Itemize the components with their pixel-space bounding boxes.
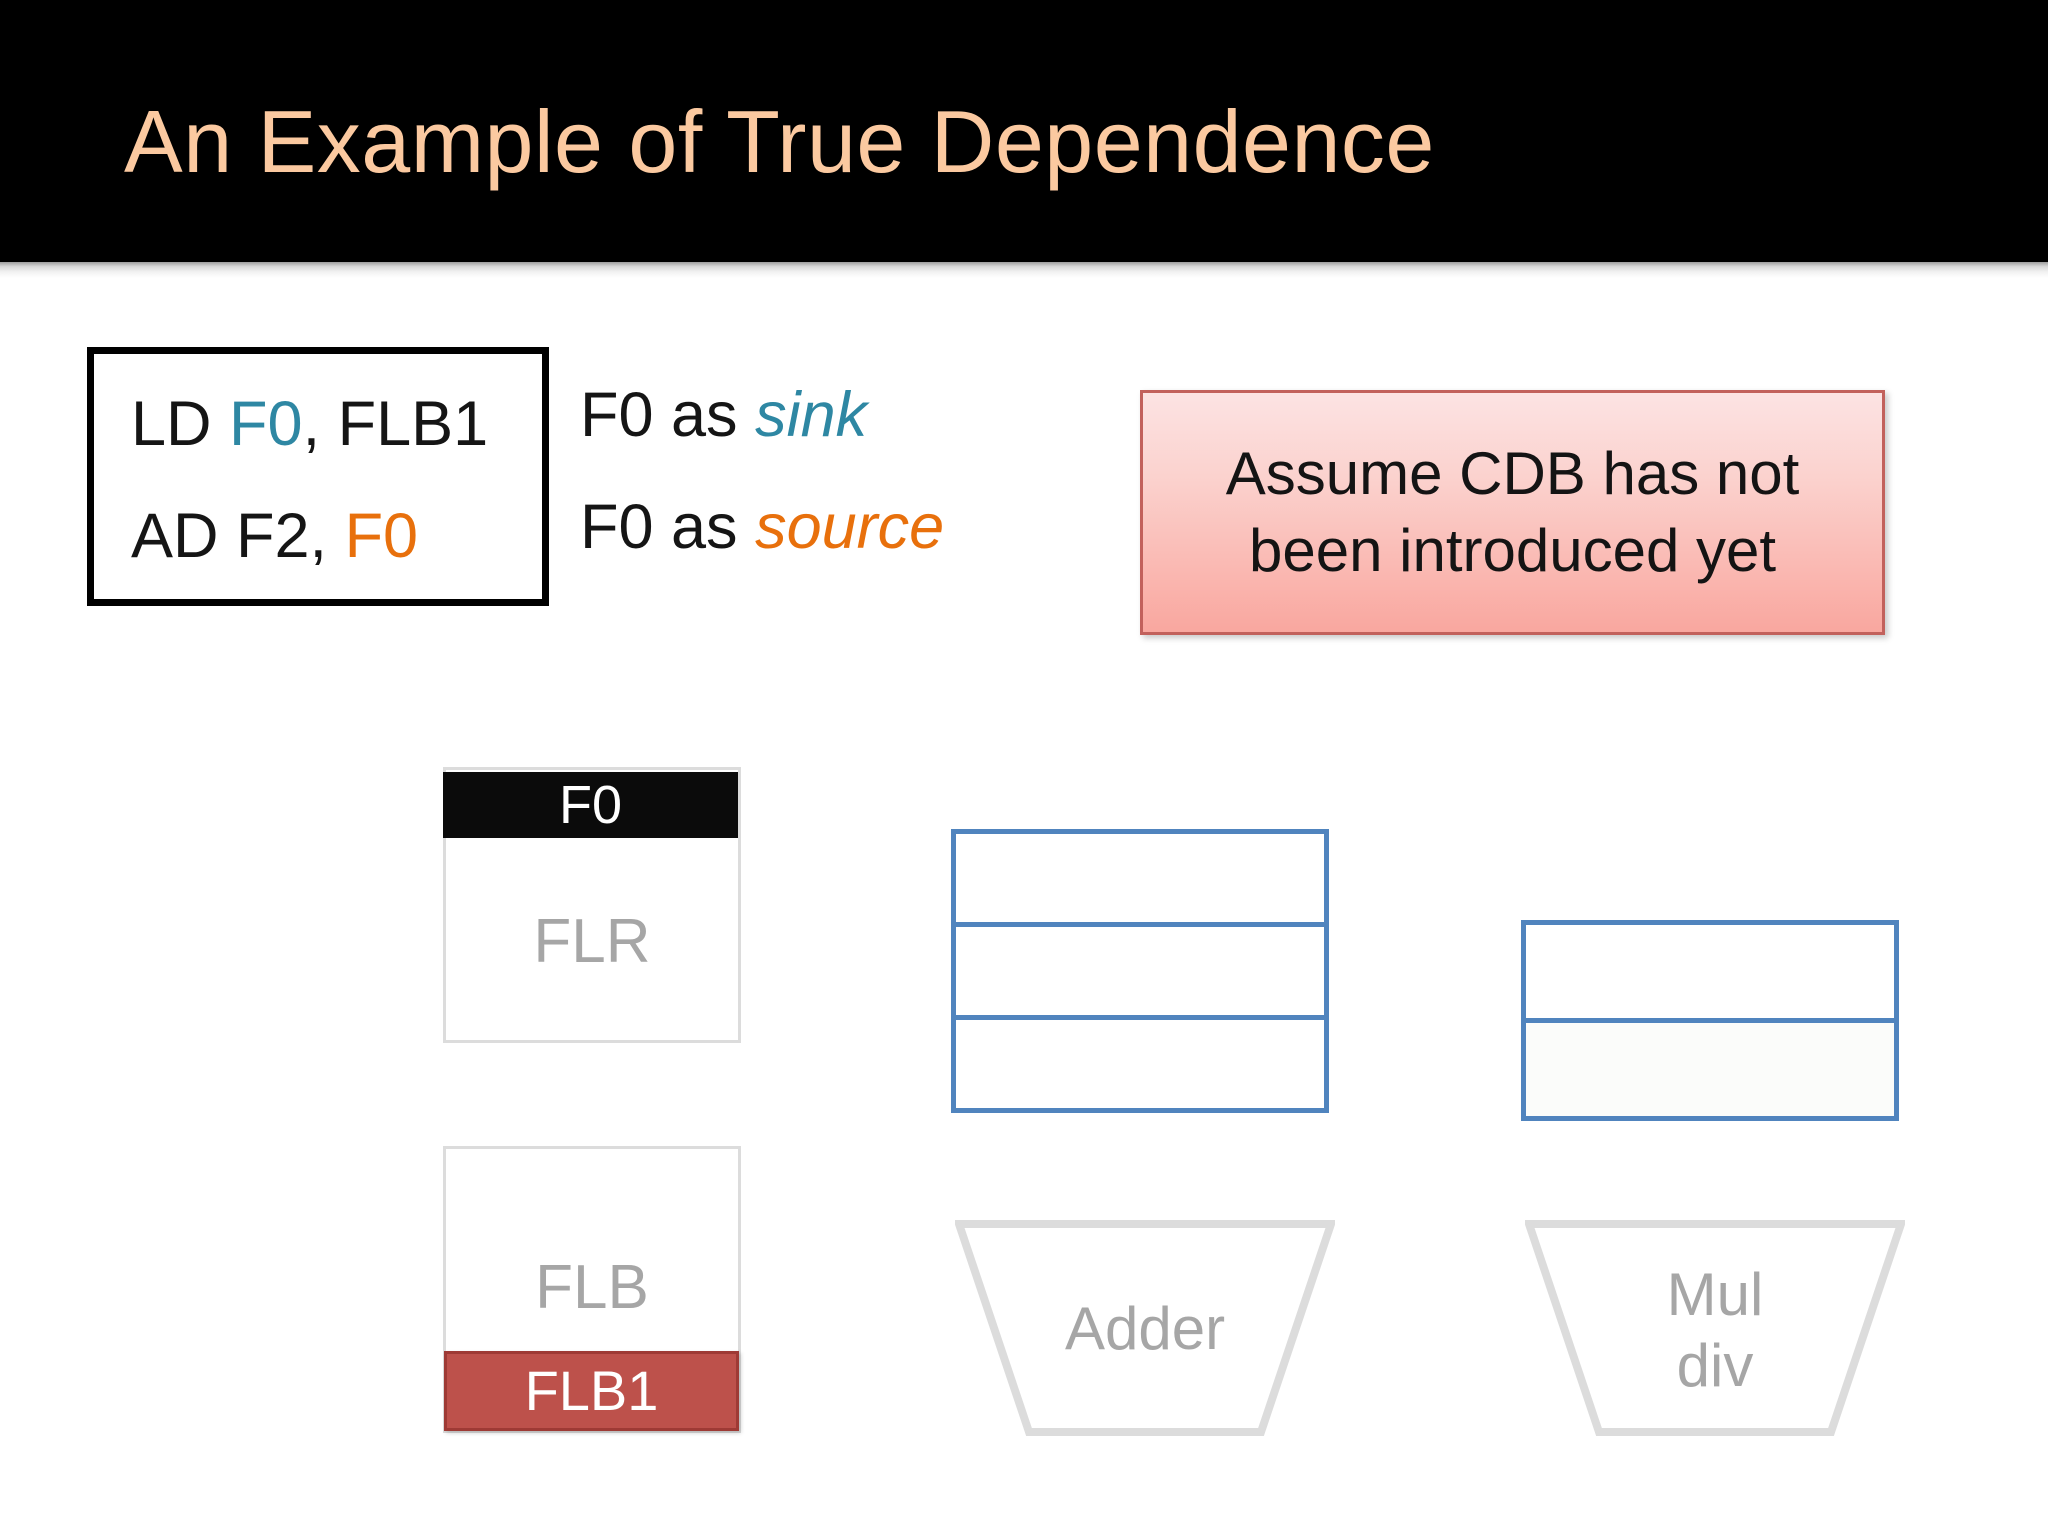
reservation-station-row	[1521, 1018, 1899, 1121]
trapezoid-shape-icon	[955, 1220, 1335, 1436]
role-label-sink: F0 as sink	[580, 379, 867, 451]
role-label-source-prefix: F0 as	[580, 492, 756, 562]
trapezoid-shape-icon	[1525, 1220, 1905, 1436]
reservation-station-muldiv	[1521, 920, 1899, 1121]
instruction-box: LD F0, FLB1 AD F2, F0	[87, 347, 549, 606]
role-label-sink-emphasis: sink	[755, 380, 868, 450]
instruction-load-prefix: LD	[131, 389, 230, 459]
role-label-sink-prefix: F0 as	[580, 380, 756, 450]
functional-unit-muldiv: Mul div	[1525, 1218, 1905, 1438]
role-label-source: F0 as source	[580, 491, 944, 563]
reservation-station-row	[1521, 920, 1899, 1023]
load-buffer-entry-flb1: FLB1	[444, 1351, 739, 1431]
title-divider	[0, 262, 2048, 278]
assume-cdb-note-line-1: Assume CDB has not	[1225, 440, 1800, 508]
page-title: An Example of True Dependence	[124, 92, 1435, 191]
register-entry-f0-label: F0	[558, 775, 623, 835]
assume-cdb-note-line-2: been introduced yet	[1248, 516, 1777, 584]
title-band	[0, 0, 2048, 262]
load-buffer-entry-flb1-label: FLB1	[524, 1359, 659, 1422]
instruction-line-add: AD F2, F0	[131, 500, 418, 572]
instruction-add-prefix: AD F2,	[131, 501, 345, 571]
instruction-line-load: LD F0, FLB1	[131, 388, 488, 460]
reservation-station-adder	[951, 829, 1329, 1123]
reservation-station-row	[951, 922, 1329, 1020]
instruction-add-source-register: F0	[344, 501, 419, 571]
assume-cdb-note: Assume CDB has not been introduced yet	[1140, 390, 1885, 635]
register-entry-f0: F0	[443, 772, 738, 838]
register-file-flr-label: FLR	[533, 907, 651, 976]
load-buffer-flb-label: FLB	[535, 1253, 649, 1322]
instruction-load-sink-register: F0	[229, 389, 303, 459]
reservation-station-row	[951, 1015, 1329, 1113]
role-label-source-emphasis: source	[755, 492, 945, 562]
reservation-station-row	[951, 829, 1329, 927]
instruction-load-suffix: , FLB1	[302, 389, 489, 459]
functional-unit-adder: Adder	[955, 1218, 1335, 1438]
